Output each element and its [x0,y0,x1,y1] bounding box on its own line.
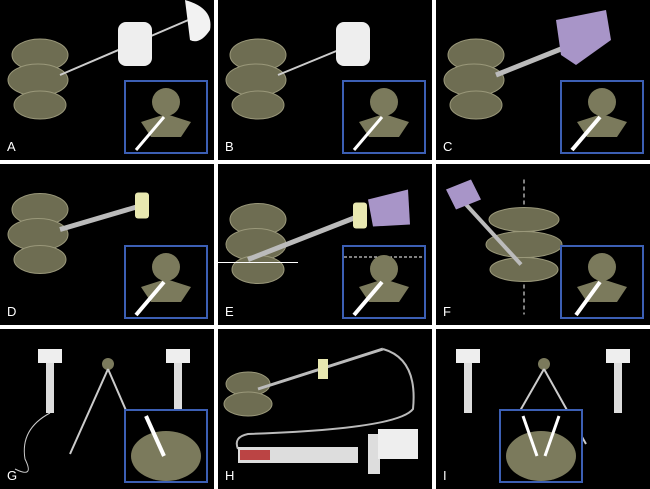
panel-c: C [436,0,650,160]
panel-label: H [225,468,235,483]
axial-inset [124,80,208,154]
panel-h: H [218,329,432,489]
panel-f: F [436,164,650,325]
panel-label: G [7,468,18,483]
axial-inset [560,80,644,154]
panel-label: E [225,304,234,319]
axial-inset [499,409,583,483]
axial-inset [342,80,426,154]
panel-label: B [225,139,234,154]
panel-e: E [218,164,432,325]
axial-inset [342,245,426,319]
panel-label: D [7,304,17,319]
axial-inset [560,245,644,319]
spine-cannula-illustration [218,189,410,284]
bilateral-device-illustration [456,349,630,445]
spine-cannula-illustration [7,192,149,274]
panel-label: A [7,139,16,154]
spine-needle-illustration [7,0,211,120]
panel-g: G [0,329,214,489]
axial-inset [124,245,208,319]
panel-i: I [436,329,650,489]
panel-label: I [443,468,447,483]
cement-injector-illustration [223,347,418,474]
axial-inset [124,409,208,483]
panel-a: A [0,0,214,160]
panel-d: D [0,164,214,325]
panel-label: C [443,139,453,154]
spine-needle-illustration [225,22,370,120]
spine-posterior-illustration [446,179,563,315]
panel-b: B [218,0,432,160]
panel-label: F [443,304,451,319]
spine-needle-illustration [443,10,611,120]
